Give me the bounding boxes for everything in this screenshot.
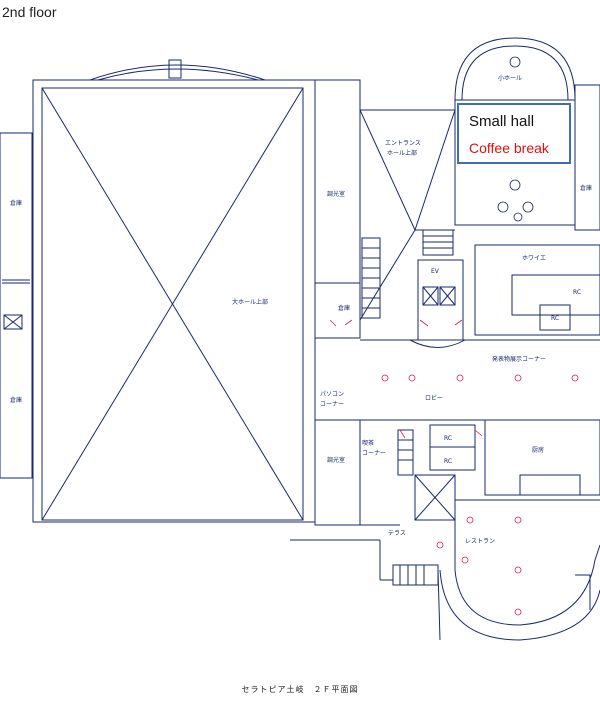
room-label-storage-left-2: 倉庫 [10, 396, 22, 404]
room-label-ev: EV [431, 268, 440, 275]
room-label-control-room-2: 調光室 [327, 456, 345, 464]
room-label-pc-corner: パソコン [320, 391, 344, 398]
room-label-foyer: ホワイエ [522, 255, 546, 262]
left-storage-wall [0, 132, 33, 479]
callout-coffee-break: Coffee break [469, 140, 549, 156]
callout-small-hall: Small hall [469, 113, 535, 130]
svg-text:コーナー: コーナー [320, 401, 344, 408]
room-label-exhibit: 発表物展示コーナー [492, 355, 546, 363]
room-label-lobby: ロビー [425, 394, 443, 402]
room-label-entrance-hall: エントランス [385, 140, 421, 147]
room-label-rc-1: RC [573, 289, 581, 296]
svg-text:ホール上部: ホール上部 [387, 149, 417, 157]
room-label-storage-right: 倉庫 [580, 184, 592, 192]
room-label-restaurant: レストラン [465, 538, 495, 545]
small-hall-callout: Small hall Coffee break [457, 103, 571, 164]
room-label-rc-4: RC [444, 458, 452, 465]
plan-caption: セラトピア土岐 ２Ｆ平面図 [241, 685, 359, 694]
room-label-kitchen: 厨房 [532, 446, 544, 454]
room-label-terrace: テラス [388, 530, 406, 537]
room-label-rc-3: RC [444, 435, 452, 442]
room-label-control-room-1: 調光室 [327, 190, 345, 198]
room-label-large-hall: 大ホール上部 [232, 298, 268, 306]
room-label-storage-mid: 倉庫 [338, 304, 350, 312]
room-label-small-hall: 小ホール [498, 74, 522, 82]
svg-text:コーナー: コーナー [362, 450, 386, 457]
room-label-rc-2: RC [551, 315, 559, 322]
room-label-storage-left-1: 倉庫 [10, 199, 22, 207]
floor-title: 2nd floor [2, 4, 57, 20]
room-label-food-corner: 喫茶 [362, 439, 374, 447]
